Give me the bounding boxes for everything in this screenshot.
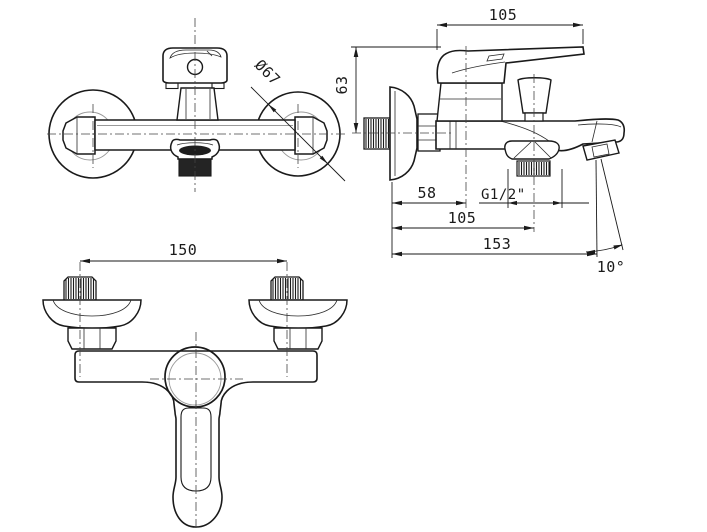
dim-inlet-spacing-label: 150 <box>169 241 198 259</box>
side-outlet-thread-hatch <box>518 162 550 175</box>
dim-ext-spout-tip <box>595 159 598 258</box>
dim-angle-arrow-left <box>586 249 595 255</box>
side-spout-highlight <box>577 123 622 128</box>
side-spout-aerator <box>582 139 620 161</box>
dim-handle-length-label: 105 <box>489 6 518 24</box>
dim-front-diameter-arrow-lower <box>319 155 328 164</box>
dim-total-length-label: 153 <box>483 235 512 253</box>
dim-angle-slant-line <box>600 158 624 251</box>
front-lever-tip-mark <box>206 50 213 57</box>
bottom-escutcheon-left <box>42 299 142 329</box>
side-outlet-bell-facets <box>513 141 552 159</box>
side-neck <box>436 82 503 122</box>
bottom-escutcheon-right <box>248 299 348 329</box>
side-lever-underside <box>451 61 506 74</box>
side-handle-lever <box>436 46 585 84</box>
side-spout-seam <box>591 120 598 143</box>
dim-spout-angle-label: 10° <box>597 258 626 276</box>
front-hex-left <box>62 116 96 155</box>
bottom-nut-right <box>273 327 323 350</box>
bottom-dimension: 150 <box>80 241 287 264</box>
bottom-escutcheon-right-inner <box>258 299 338 317</box>
side-aerator-nozzle <box>591 143 610 158</box>
bottom-stud-left-hatch <box>65 278 95 299</box>
side-inlet-thread-hatch <box>365 119 390 148</box>
front-hex-right <box>294 116 328 155</box>
side-lever-detail <box>486 53 505 62</box>
bottom-nut-left <box>67 327 117 350</box>
bottom-view: 150 <box>42 241 348 528</box>
bottom-lever-face <box>180 407 212 492</box>
dim-angle-arrow-right <box>613 244 623 250</box>
dim-thread-arrow-right <box>553 200 562 206</box>
bottom-hub-circle <box>164 346 226 408</box>
front-handle-tab-left <box>165 82 179 90</box>
dim-thread-arrow-left <box>508 200 517 206</box>
dim-wall-cartridge-label: 58 <box>417 184 436 202</box>
centerlines <box>47 18 535 529</box>
front-neck <box>176 87 219 121</box>
side-diverter-knob <box>517 77 552 114</box>
bottom-stud-right-hatch <box>272 278 302 299</box>
dim-front-diameter-arrow-upper <box>268 104 277 113</box>
dim-escutcheon-diameter-label: Ø67 <box>251 56 284 89</box>
dim-wall-outlet-label: 105 <box>448 209 477 227</box>
side-dimensions: 105 63 58 G1/2" 105 153 10° <box>333 6 625 276</box>
front-lever-slot <box>169 49 222 59</box>
side-view: 105 63 58 G1/2" 105 153 10° <box>333 6 626 276</box>
dim-height-label: 63 <box>333 75 351 94</box>
bottom-escutcheon-left-inner <box>52 299 132 317</box>
side-outlet-bell <box>504 140 560 160</box>
side-escutcheon <box>389 86 418 181</box>
side-body <box>435 118 626 152</box>
dim-thread-label: G1/2" <box>481 187 526 203</box>
